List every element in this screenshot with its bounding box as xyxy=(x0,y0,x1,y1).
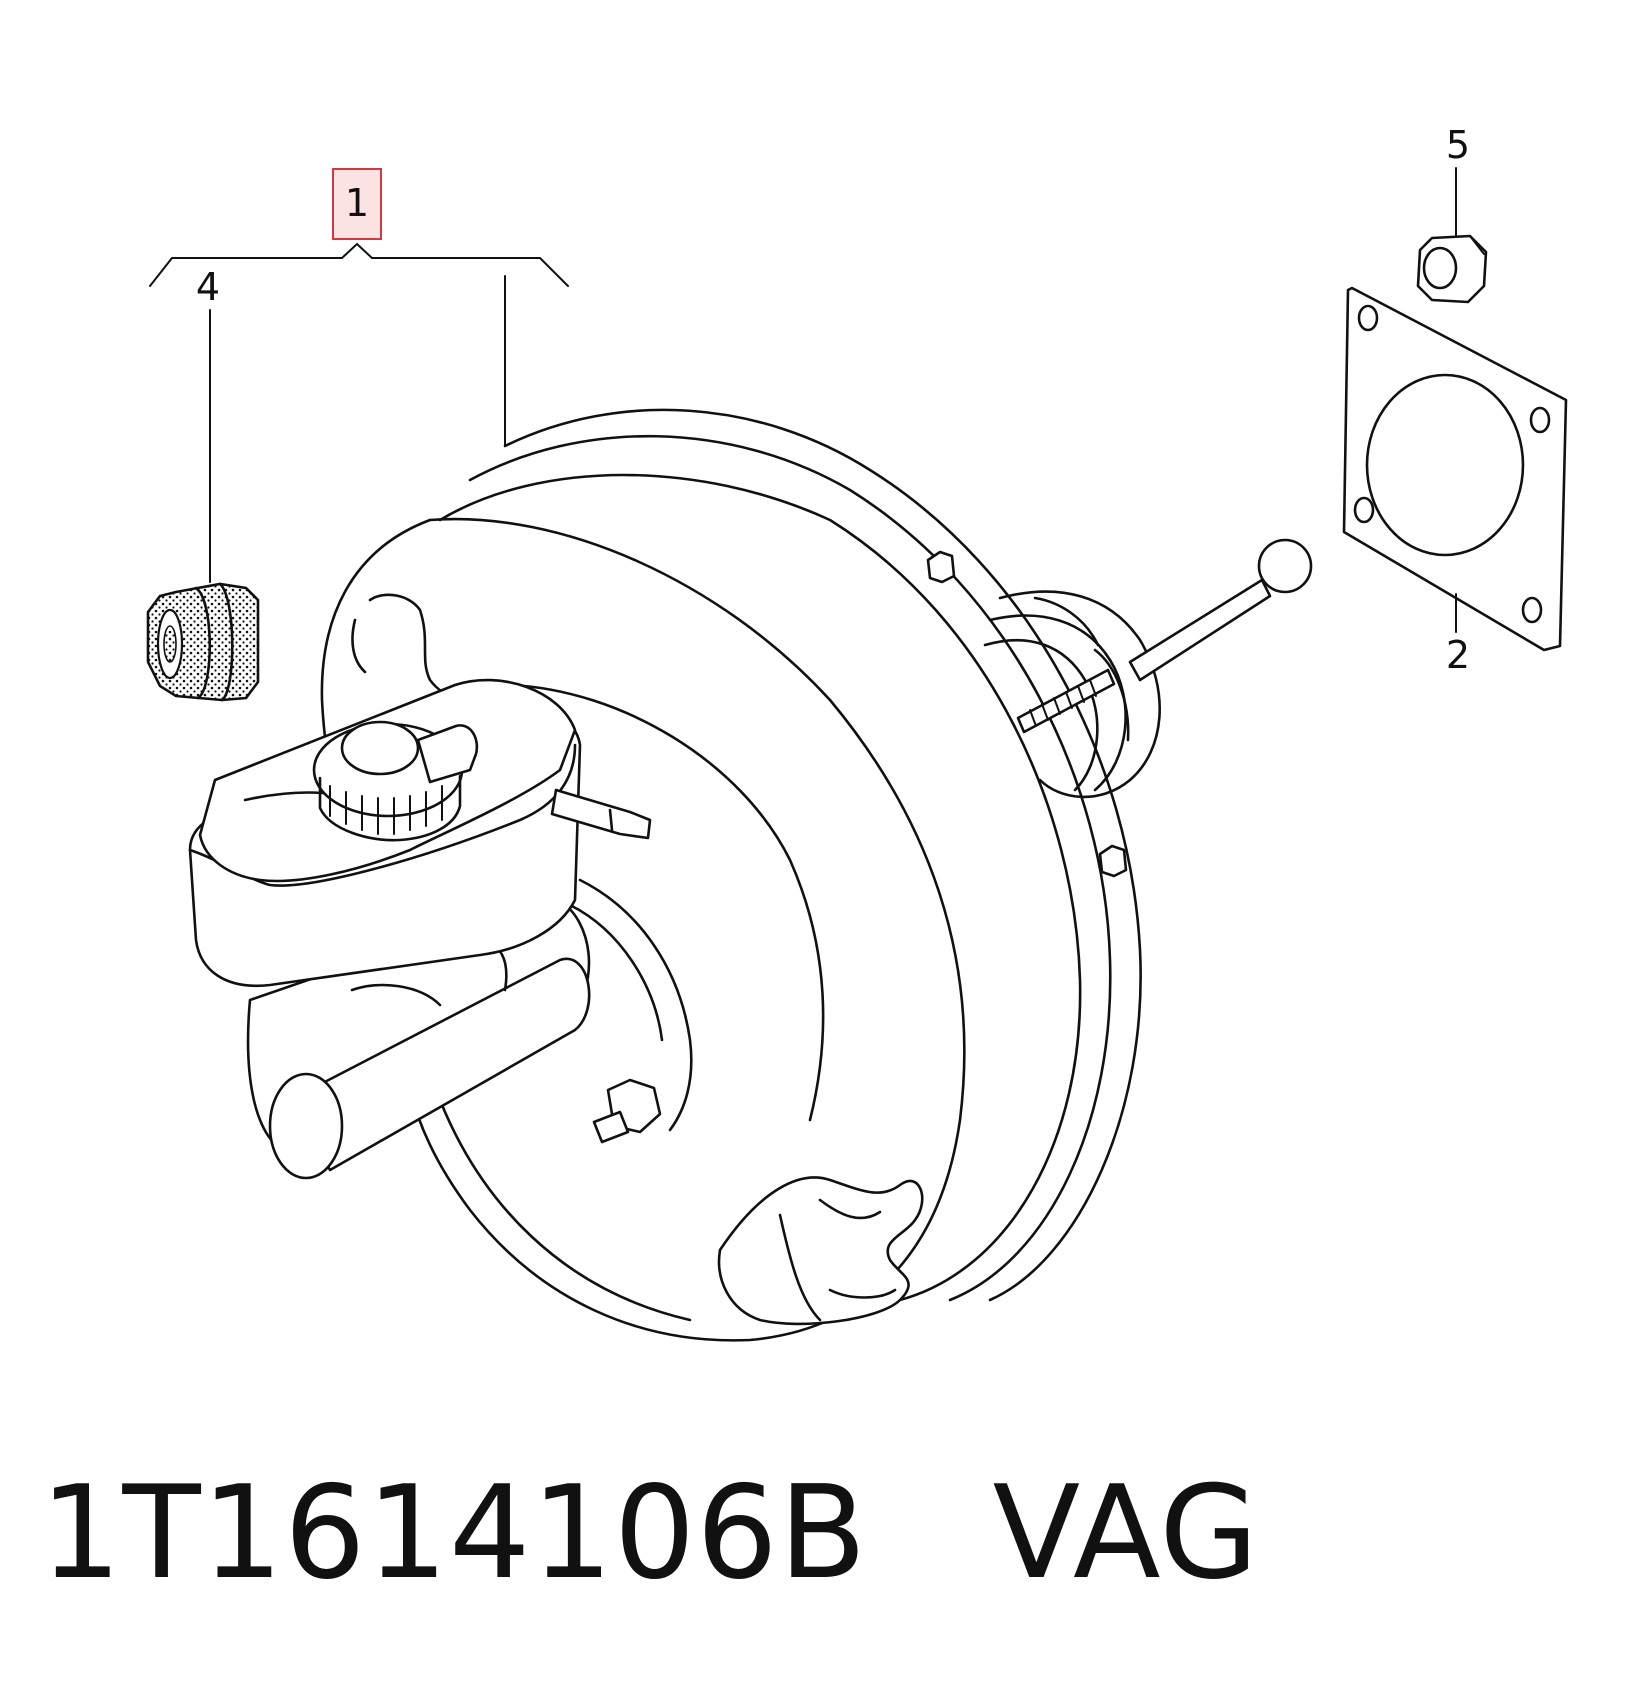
callout-1-highlight xyxy=(332,168,382,240)
callout-4-label[interactable]: 4 xyxy=(196,265,220,309)
callout-5-label[interactable]: 5 xyxy=(1446,123,1470,167)
nut-item-5 xyxy=(1416,167,1488,304)
brake-booster xyxy=(320,408,1313,1342)
grommet-item-4 xyxy=(146,582,260,702)
gasket-item-2 xyxy=(1342,286,1568,652)
master-cylinder xyxy=(188,678,662,1180)
callout-1-label: 1 xyxy=(345,181,369,225)
callout-2-label[interactable]: 2 xyxy=(1446,633,1470,677)
callout-1-group[interactable]: 1 xyxy=(149,168,569,583)
callout-1-bracket xyxy=(149,242,569,287)
part-number-caption: 1T1614106B VAG xyxy=(40,1459,1260,1608)
